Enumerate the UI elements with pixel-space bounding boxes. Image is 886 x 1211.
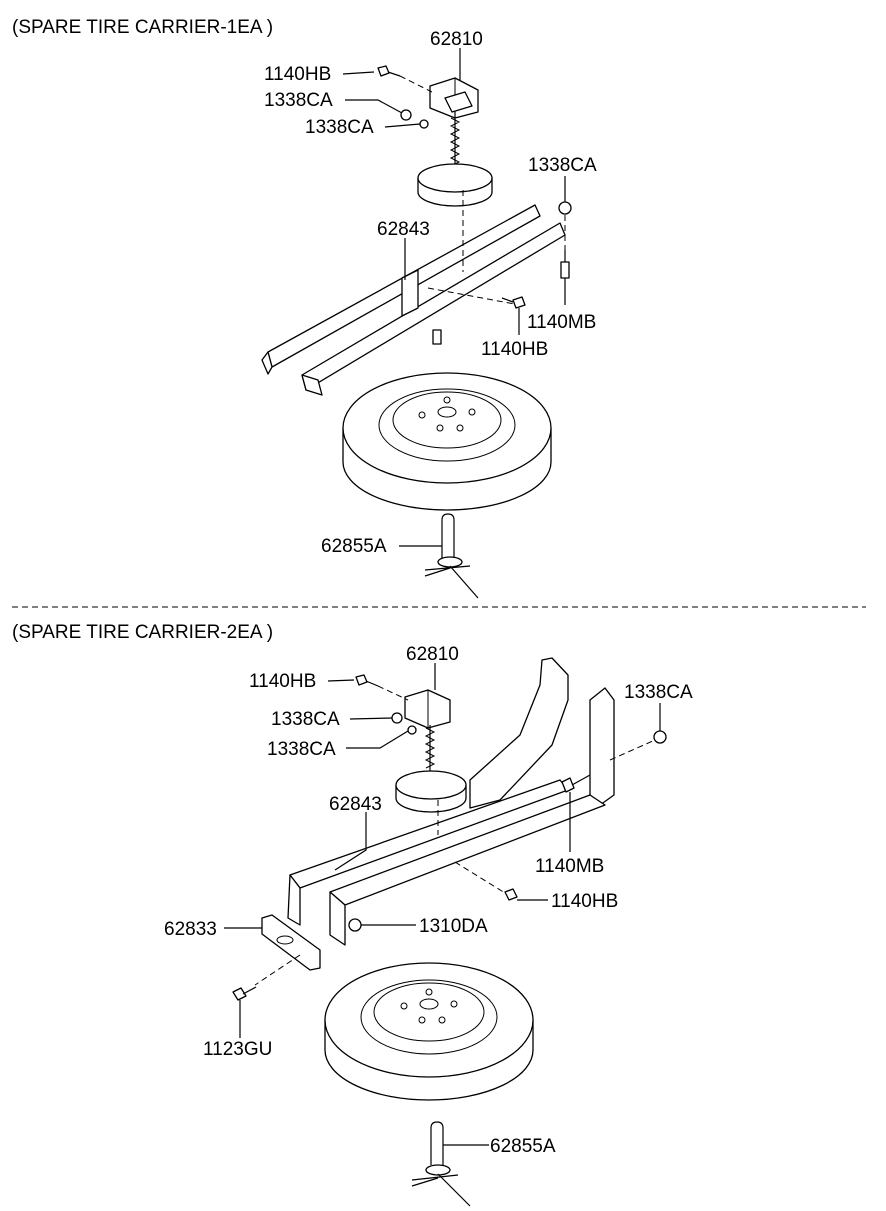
leader-line <box>327 679 355 682</box>
bolt-icon <box>355 674 409 701</box>
label-1140hb: 1140HB <box>264 64 331 85</box>
leader-line <box>384 123 421 128</box>
carrier-frame-icon <box>287 657 656 946</box>
label-1310da: 1310DA <box>419 916 488 937</box>
nut-icon <box>558 201 572 215</box>
label-1140hb: 1140HB <box>249 671 316 692</box>
section-1: (SPARE TIRE CARRIER-1EA ) <box>12 17 597 599</box>
retainer-plate-icon <box>395 770 467 813</box>
spare-tire-icon <box>324 962 534 1101</box>
label-62810: 62810 <box>406 644 459 665</box>
leader-line <box>334 812 367 871</box>
bolt-icon <box>561 774 591 793</box>
label-1140hb: 1140HB <box>481 339 548 360</box>
label-1338ca: 1338CA <box>528 155 597 176</box>
section-2-title: (SPARE TIRE CARRIER-2EA ) <box>12 622 273 643</box>
label-62855a: 62855A <box>321 536 387 557</box>
bolt-icon <box>377 65 433 93</box>
nut-icon <box>348 918 362 932</box>
label-62855a: 62855A <box>490 1136 556 1157</box>
nut-icon <box>400 109 412 121</box>
label-62833: 62833 <box>164 919 217 940</box>
section-2: (SPARE TIRE CARRIER-2EA ) <box>12 622 693 1207</box>
bolt-icon <box>560 250 570 279</box>
spare-tire-icon <box>342 372 552 511</box>
bolt-icon <box>504 888 518 901</box>
label-62843: 62843 <box>329 794 382 815</box>
nut-icon <box>391 712 403 724</box>
bolt-icon <box>501 296 526 309</box>
label-1338ca: 1338CA <box>305 117 374 138</box>
retainer-plate-icon <box>417 163 493 207</box>
lock-pin-icon <box>424 513 479 599</box>
washer-icon <box>407 725 417 735</box>
label-1338ca: 1338CA <box>271 709 340 730</box>
label-1338ca: 1338CA <box>267 739 336 760</box>
nut-icon <box>653 730 667 744</box>
label-1338ca: 1338CA <box>624 682 693 703</box>
label-1140mb: 1140MB <box>535 856 604 877</box>
leader-line <box>345 99 403 114</box>
lock-pin-icon <box>411 1121 471 1207</box>
label-1140hb: 1140HB <box>551 891 618 912</box>
label-1123gu: 1123GU <box>203 1039 272 1060</box>
label-62810: 62810 <box>430 29 483 50</box>
label-1338ca: 1338CA <box>264 90 333 111</box>
leader-line <box>349 717 393 720</box>
label-1140mb: 1140MB <box>527 312 596 333</box>
leader-line <box>342 71 375 75</box>
reinforcement-plate-icon <box>254 914 321 986</box>
leader-line <box>346 730 409 749</box>
bolt-icon <box>232 986 257 1001</box>
washer-icon <box>419 119 429 129</box>
hanger-bracket-icon <box>429 77 479 175</box>
label-62843: 62843 <box>377 219 430 240</box>
carrier-frame-icon <box>261 190 566 396</box>
section-1-title: (SPARE TIRE CARRIER-1EA ) <box>12 17 273 38</box>
